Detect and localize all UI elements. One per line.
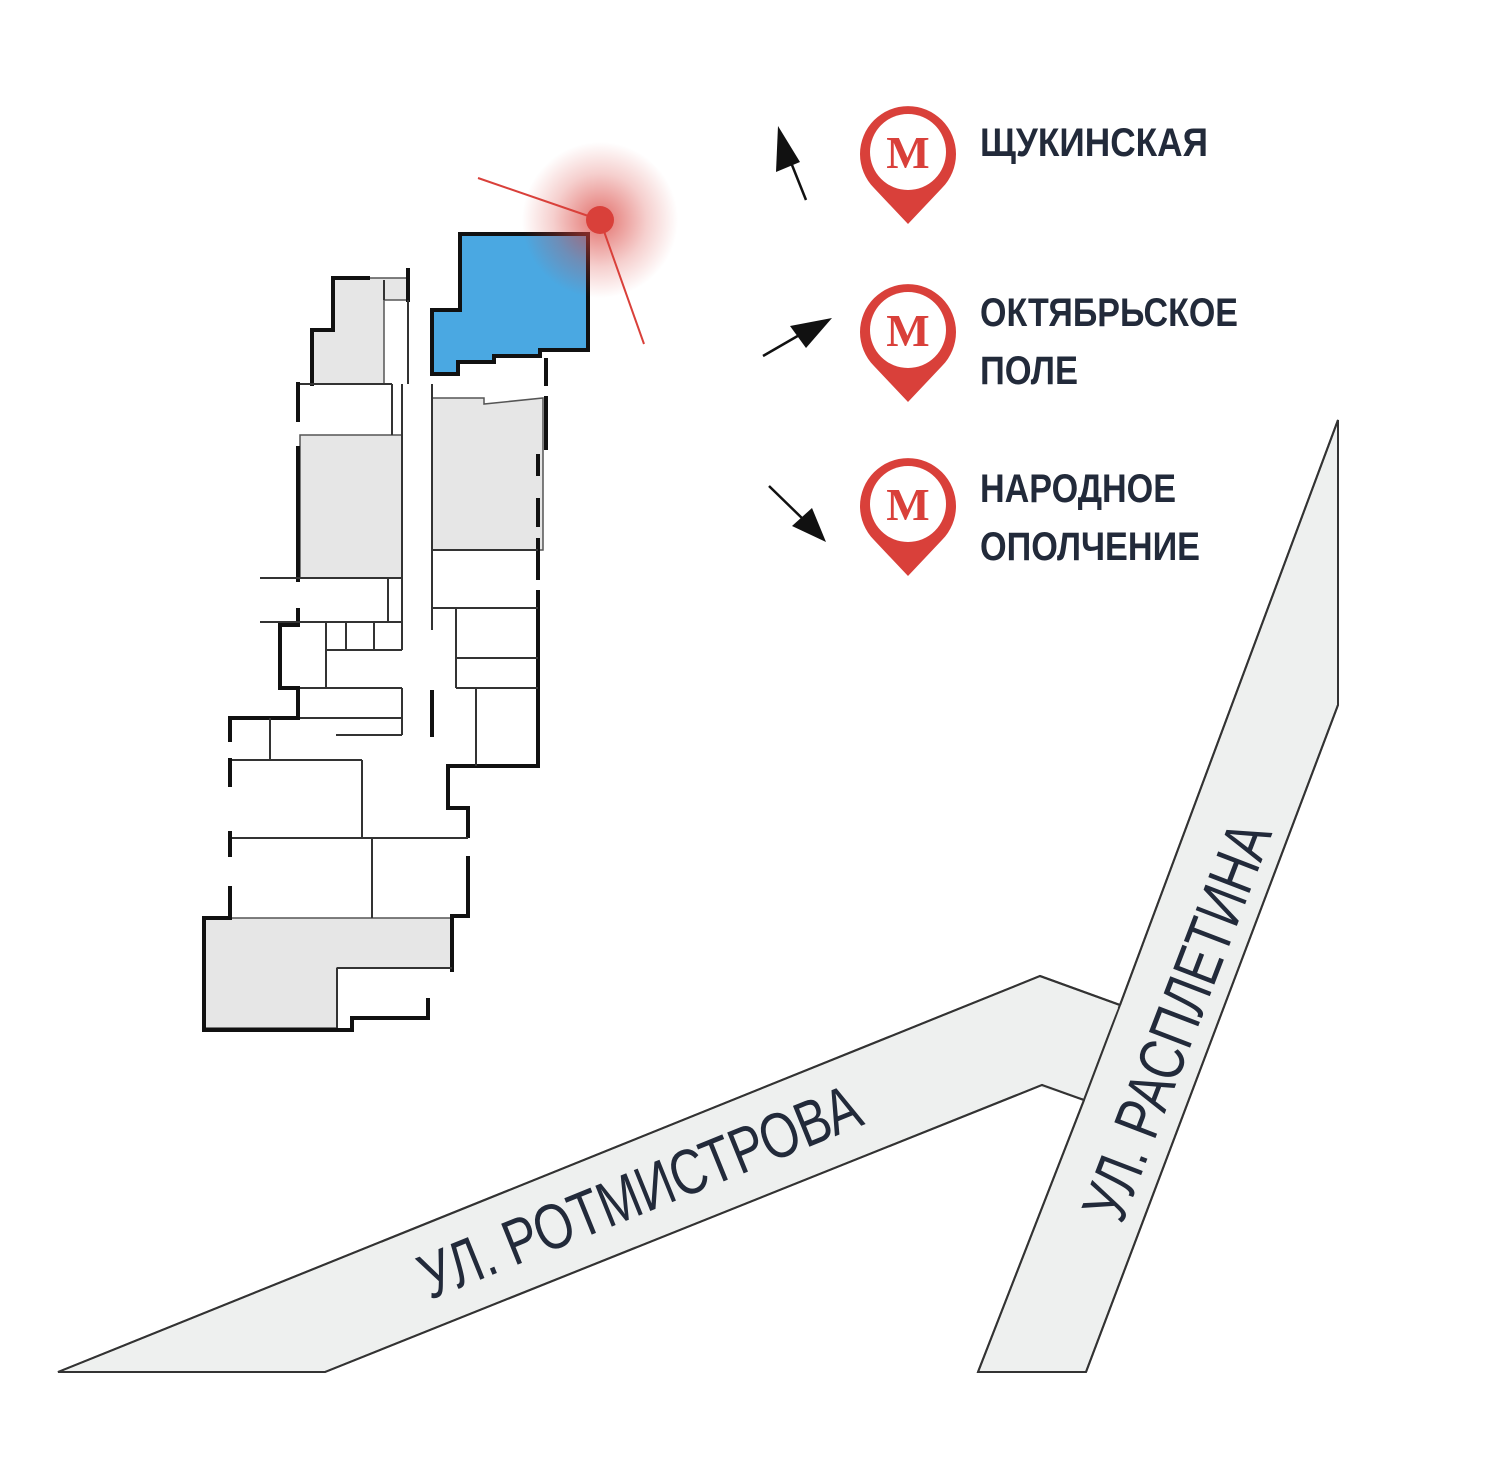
building-plan (202, 232, 590, 1032)
metro-name-narodnoe-line1: НАРОДНОЕ (980, 467, 1176, 511)
view-point-marker (477, 142, 678, 345)
metro-pin-icon: М (860, 106, 956, 224)
metro-labels: ЩУКИНСКАЯ ОКТЯБРЬСКОЕ ПОЛЕ НАРОДНОЕ ОПОЛ… (980, 121, 1238, 569)
metro-stations: М М М (860, 106, 956, 576)
direction-arrows (762, 126, 832, 542)
metro-name-narodnoe-line2: ОПОЛЧЕНИЕ (980, 525, 1200, 569)
metro-pin-icon: М (860, 284, 956, 402)
metro-name-oktyabrskoe-line1: ОКТЯБРЬСКОЕ (980, 291, 1238, 335)
roads (57, 419, 1339, 1373)
svg-text:М: М (886, 479, 929, 530)
arrow-south-east-icon (768, 485, 807, 523)
metro-name-oktyabrskoe-line2: ПОЛЕ (980, 349, 1078, 393)
metro-name-schukinskaya: ЩУКИНСКАЯ (980, 121, 1208, 165)
svg-text:М: М (886, 127, 929, 178)
svg-text:М: М (886, 305, 929, 356)
street-label-rotmistrova: УЛ. РОТМИСТРОВА (408, 1070, 871, 1313)
metro-pin-icon: М (860, 458, 956, 576)
